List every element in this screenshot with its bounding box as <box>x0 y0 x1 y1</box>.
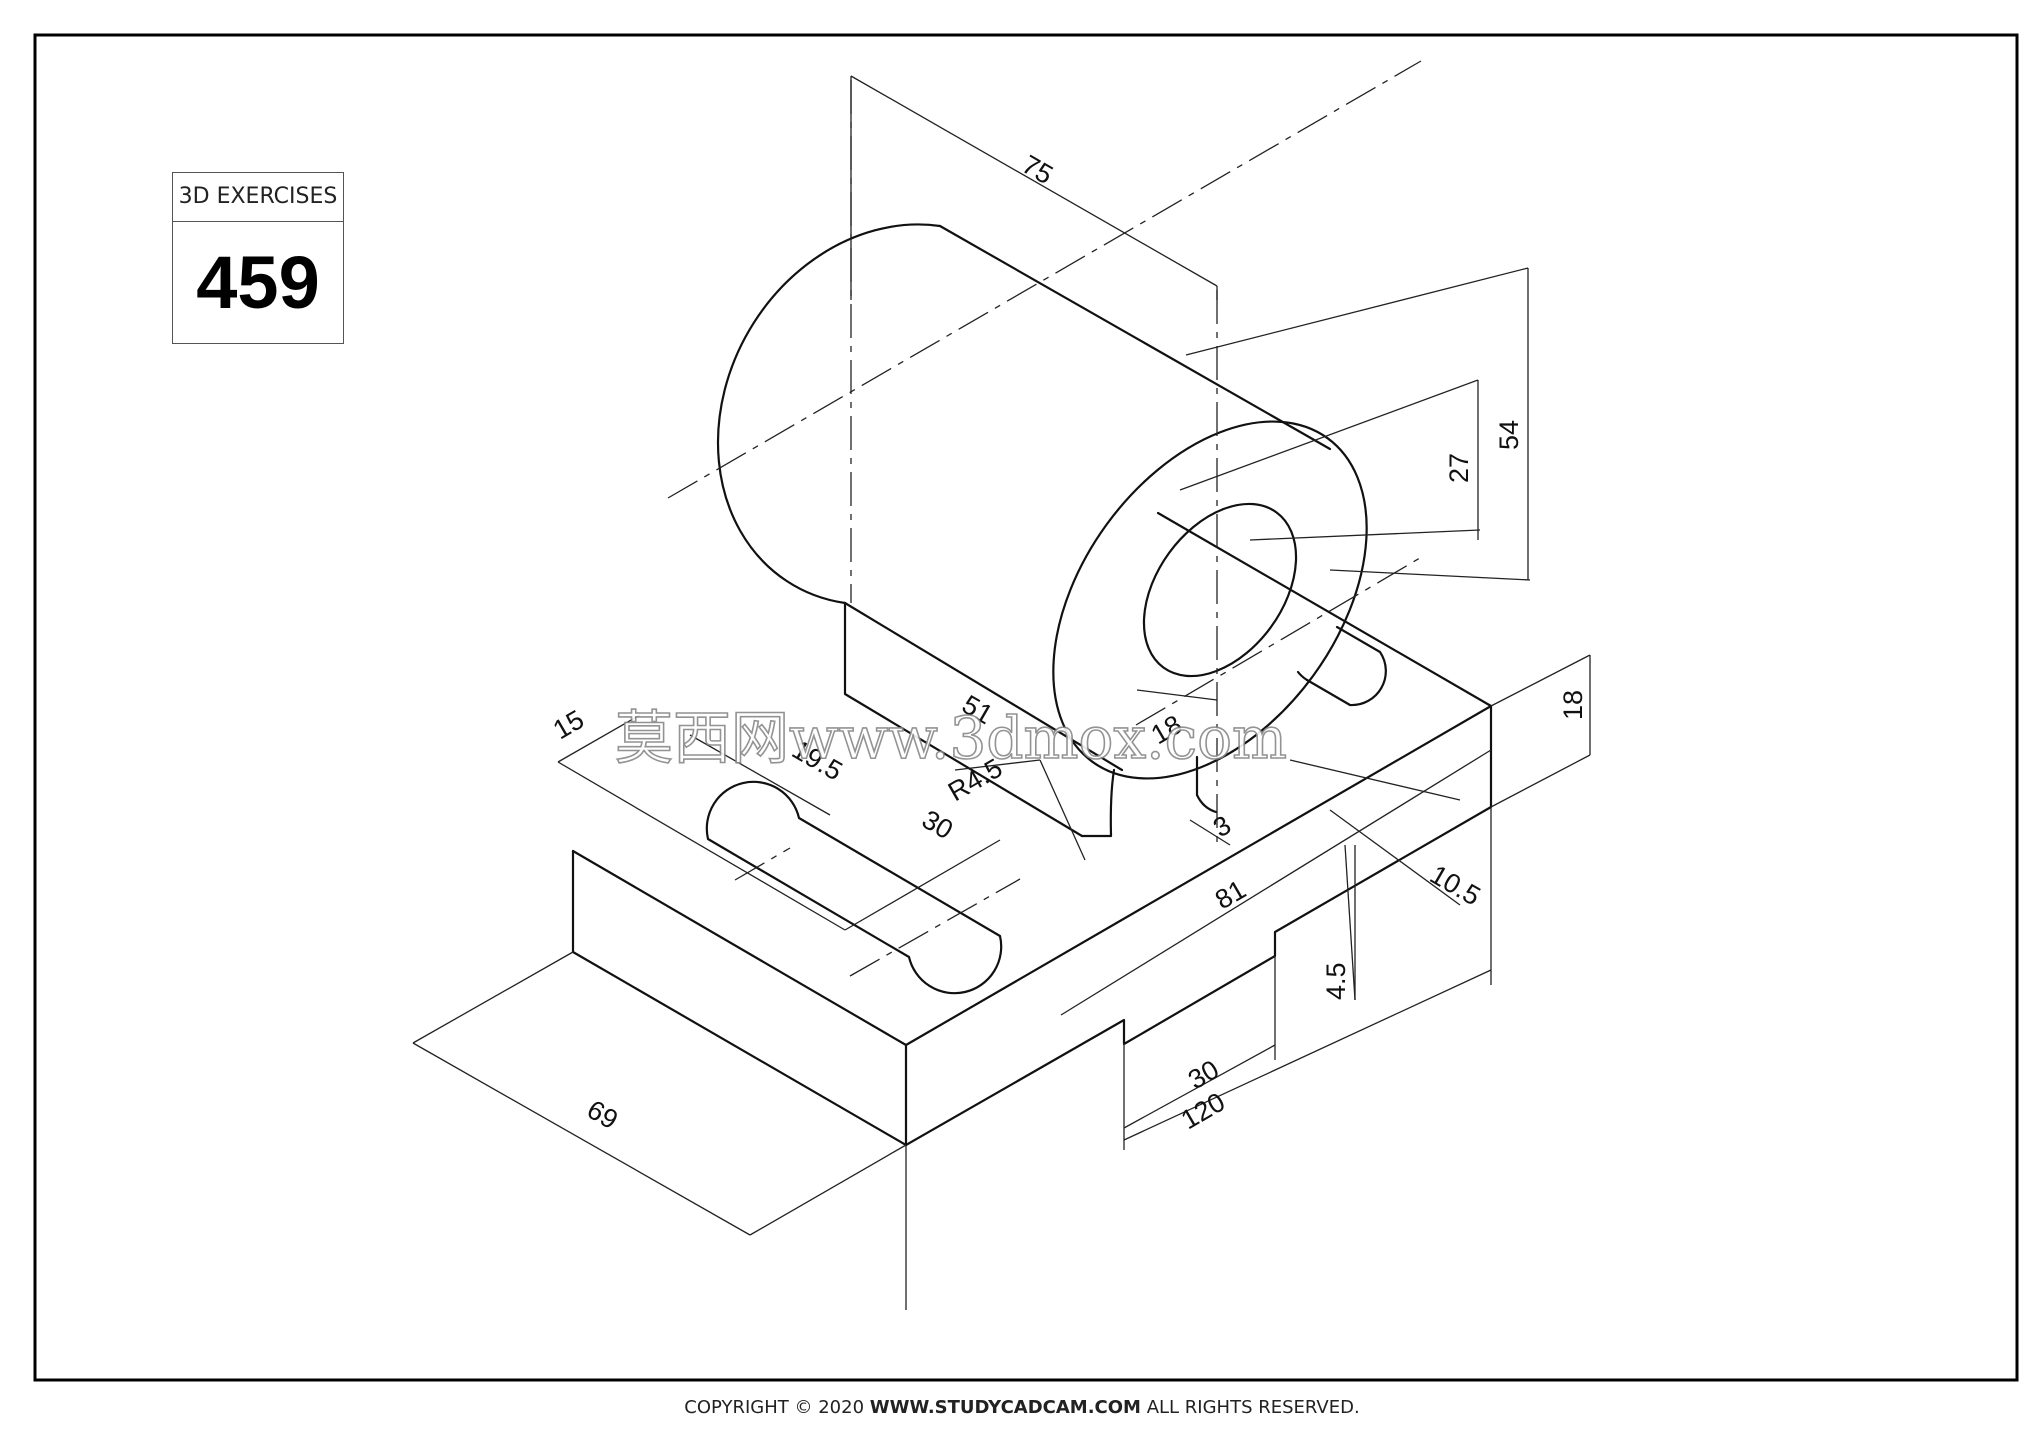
support-block <box>843 601 1218 838</box>
dimension-labels: 75 54 27 18 15 19.5 30 R4.5 51 18 3 10.5… <box>548 149 1588 1135</box>
dim-18-label: 18 <box>1558 690 1588 720</box>
watermark: 莫西网www.3dmox.com <box>615 704 1287 772</box>
base-plate <box>571 511 1493 1147</box>
dim-30-upper-label: 30 <box>917 804 958 845</box>
drawing-frame <box>33 33 2019 1382</box>
dim-3-label: 3 <box>1208 810 1236 843</box>
dim-30-lower-label: 30 <box>1183 1054 1224 1095</box>
dim-75-label: 75 <box>1017 149 1058 190</box>
cylinder-boss <box>716 223 1368 780</box>
footer-prefix: COPYRIGHT © 2020 <box>684 1397 870 1418</box>
dim-69-label: 69 <box>582 1094 623 1135</box>
dim-54-label: 54 <box>1494 420 1524 450</box>
dimension-lines <box>412 75 1591 1310</box>
copyright-footer: COPYRIGHT © 2020 WWW.STUDYCADCAM.COM ALL… <box>0 1397 2044 1418</box>
exercise-number: 459 <box>196 241 320 324</box>
dim-81-label: 81 <box>1210 874 1251 915</box>
badge-label: 3D EXERCISES <box>173 173 343 222</box>
dim-4-5-label: 4.5 <box>1321 962 1351 1000</box>
center-lines <box>667 60 1426 977</box>
footer-suffix: ALL RIGHTS RESERVED. <box>1140 1397 1360 1418</box>
dim-10-5-label: 10.5 <box>1425 859 1486 911</box>
footer-site-link[interactable]: WWW.STUDYCADCAM.COM <box>869 1397 1141 1418</box>
dim-27-label: 27 <box>1444 453 1474 483</box>
dim-15-label: 15 <box>548 704 589 745</box>
exercise-badge: 3D EXERCISES 459 <box>172 172 344 344</box>
